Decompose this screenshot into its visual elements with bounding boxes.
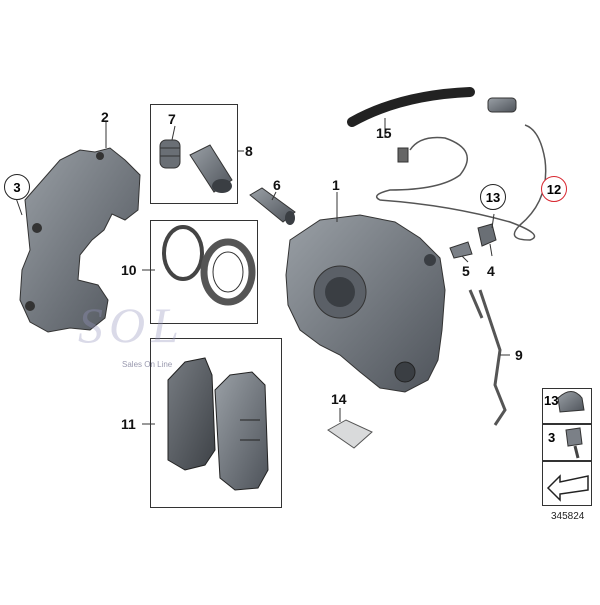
callout-10: 10 [121,262,137,278]
legend-label-3: 3 [548,430,556,445]
watermark-tagline: Sales On Line [122,360,173,369]
callout-6: 6 [273,177,281,193]
guide-sleeve [189,144,233,193]
brake-wear-sensor [375,97,547,241]
callout-2: 2 [101,109,109,125]
guide-pin-boot [159,139,181,169]
callout-4: 4 [487,263,495,279]
callout-15: 15 [376,125,392,141]
kit-box-10 [150,220,258,324]
bleeder-cap [477,223,497,247]
legend-divider [542,423,592,425]
legend-divider [542,460,592,462]
grease-packet [327,419,373,449]
legend-arrow-icon [546,474,589,502]
callout-11: 11 [121,416,136,432]
bleeder-valve [449,241,473,259]
callout-3: 3 [4,174,30,200]
guide-pin [249,187,296,225]
anti-rattle-spring [468,289,507,426]
callout-14: 14 [331,391,347,407]
kit-box-8 [150,104,238,204]
callout-7: 7 [168,111,176,127]
caliper-carrier-bracket [19,147,141,333]
watermark-logo: SOL [78,297,185,353]
callout-12: 12 [541,176,567,202]
callout-1: 1 [332,177,340,193]
brake-pads [167,357,269,491]
legend-label-13: 13 [544,393,559,408]
callout-5: 5 [462,263,470,279]
legend-box [542,388,592,506]
diagram-id: 345824 [551,511,585,522]
caliper-housing [285,214,446,393]
callout-8: 8 [245,143,253,159]
cable-conduit [347,87,475,127]
legend-clip-icon [557,391,585,413]
legend-bolt-icon [565,427,583,459]
callout-9: 9 [515,347,523,363]
piston-seal-rings [162,225,256,306]
kit-box-11 [150,338,282,508]
callout-13: 13 [480,184,506,210]
